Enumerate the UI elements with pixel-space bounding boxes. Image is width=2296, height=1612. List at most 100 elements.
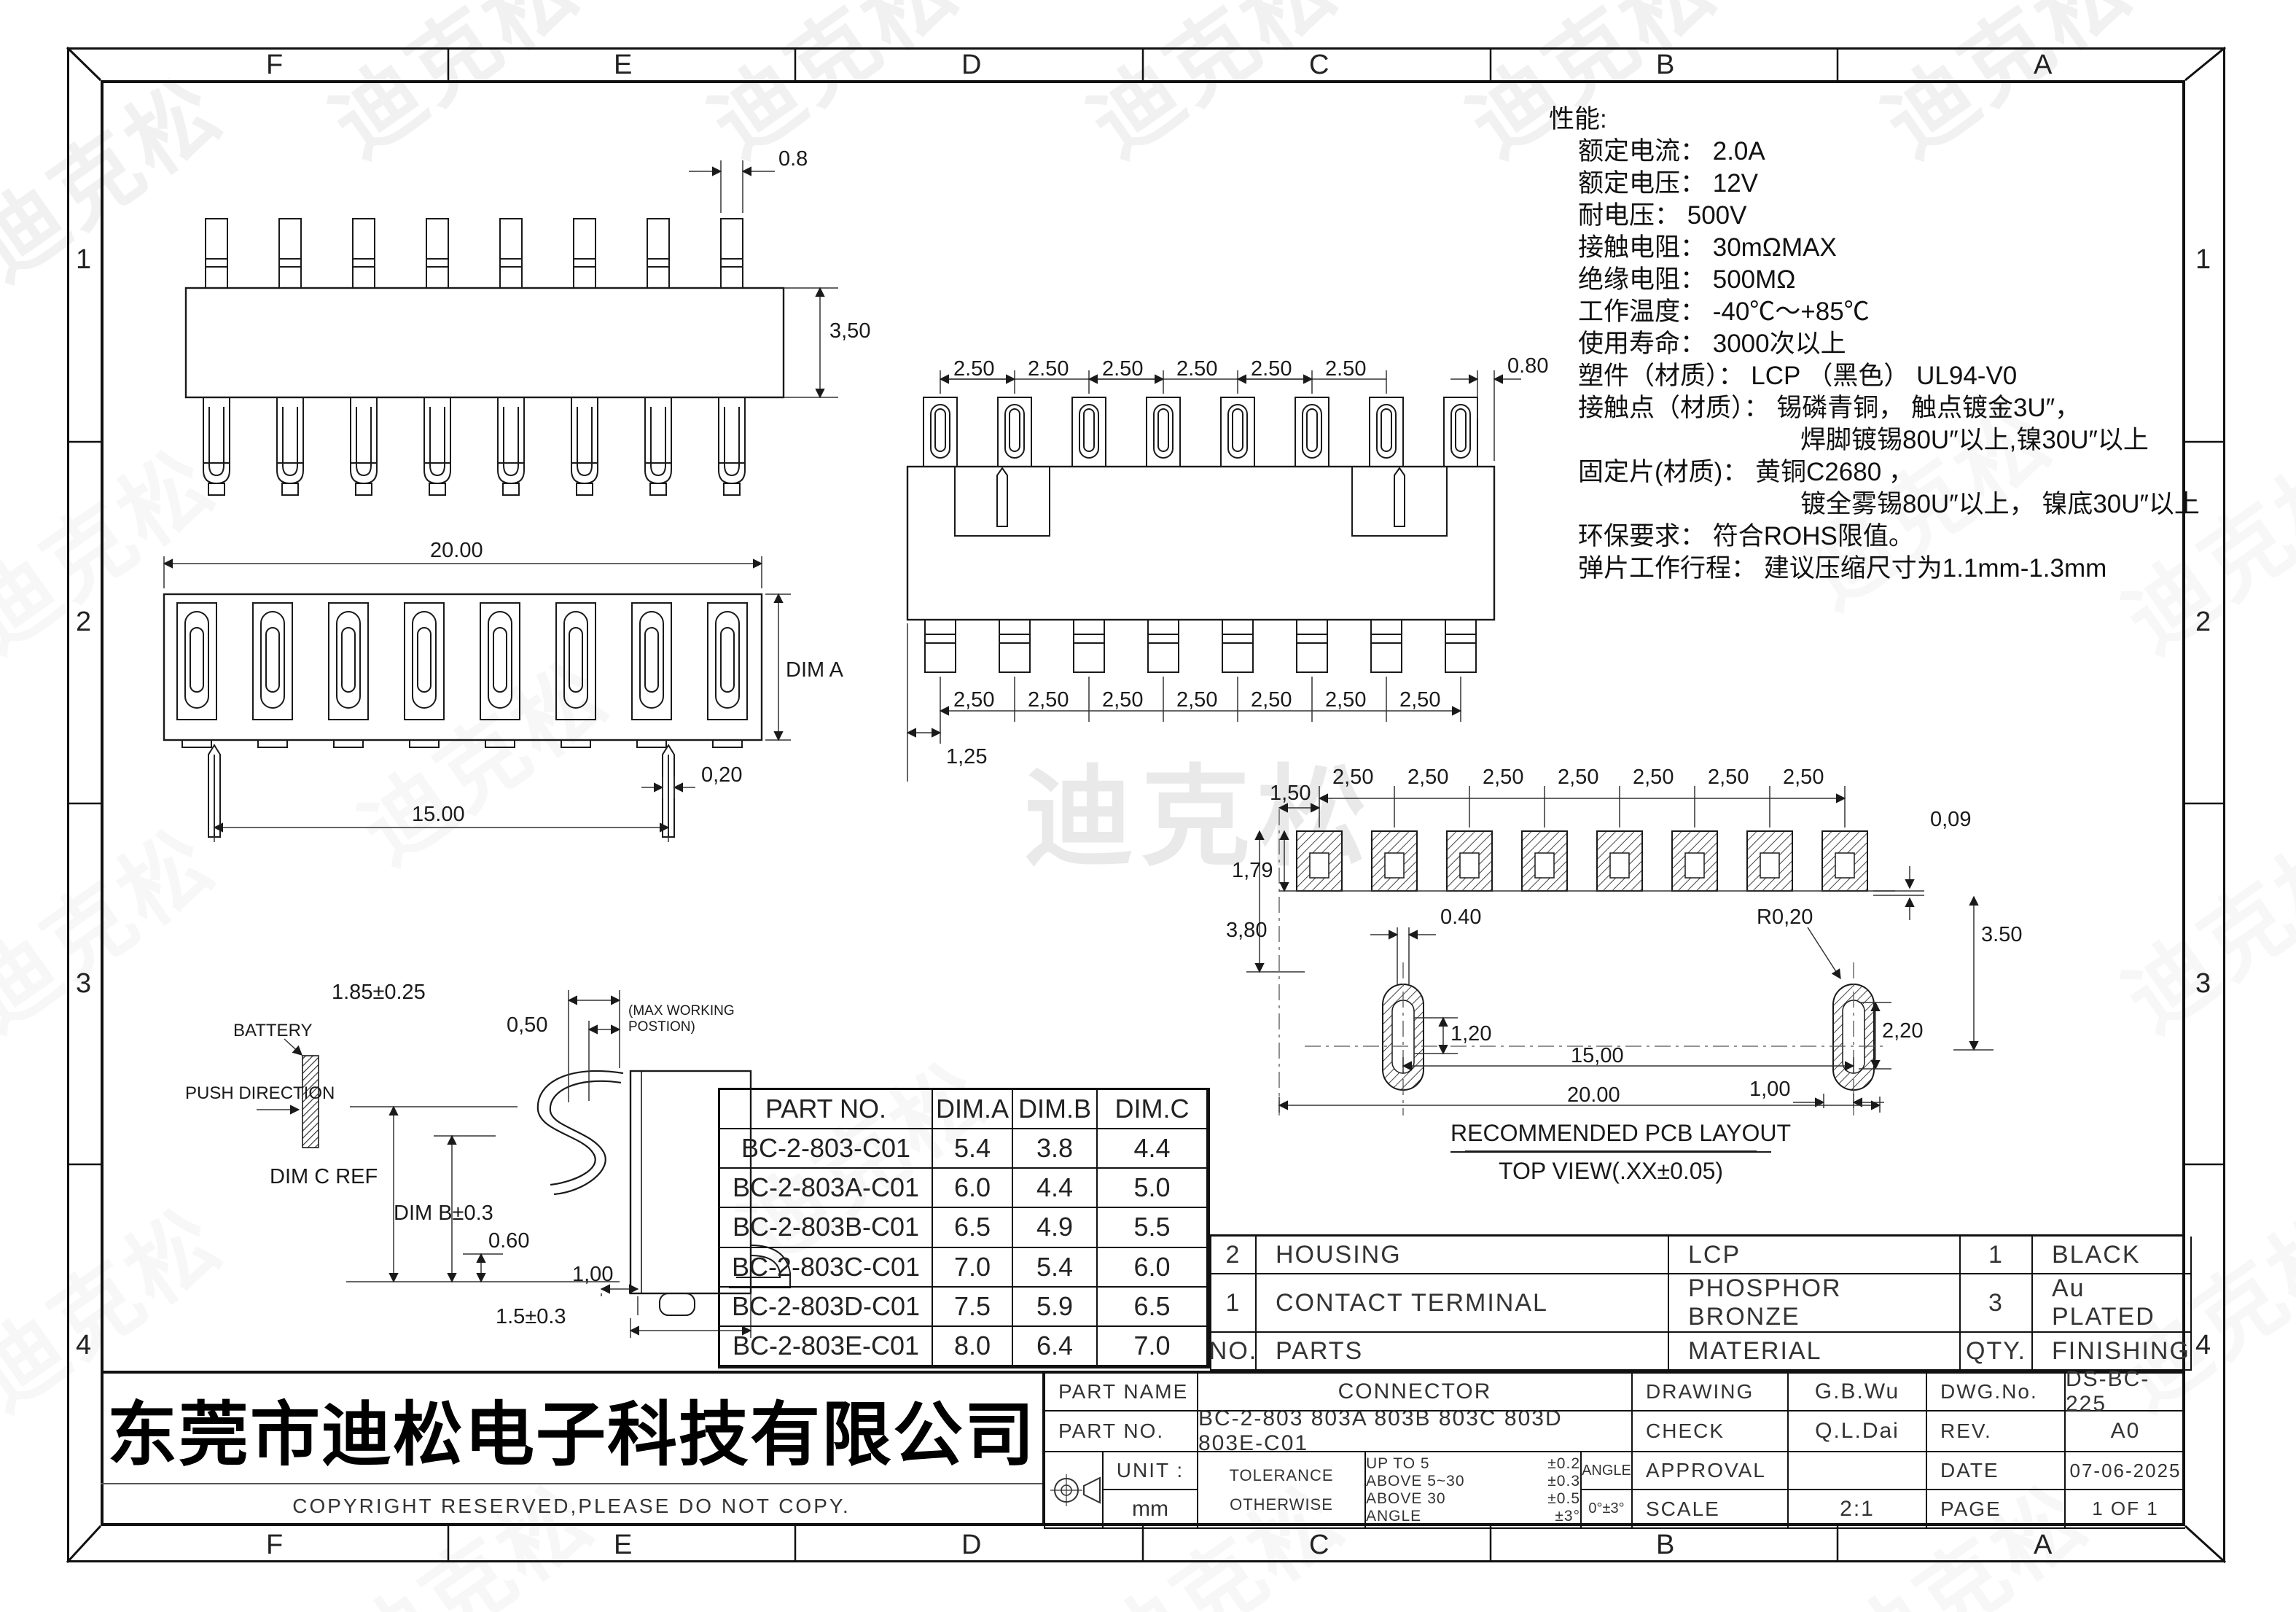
dim-pcb-pitch: 2,50 [1708,766,1749,789]
dim-pitch: 2,50 [1176,688,1218,712]
sheet-outer-border [67,47,2225,1562]
dim-offset: 1,25 [946,745,988,768]
bom-cell: HOUSING [1257,1237,1669,1274]
bom-cell: 3 [1961,1274,2033,1333]
dim-150: 1.5±0.3 [496,1305,566,1328]
tol-range: ABOVE 5~30 [1366,1473,1465,1490]
title-block: PART NAME CONNECTOR DRAWING G.B.Wu DWG.N… [1044,1367,2185,1529]
dim-pcb-span: 15,00 [1571,1044,1624,1067]
bom-header: NO. [1209,1333,1257,1371]
dim-a-label: DIM A [786,658,843,682]
dim-pitch: 2.50 [1028,357,1069,381]
rev-value: A0 [2064,1412,2185,1452]
approval-value [1787,1452,1926,1490]
tol-value: ±3° [1555,1508,1580,1525]
part-table-cell: 6.0 [933,1169,1013,1209]
part-table-cell: BC-2-803B-C01 [720,1208,933,1248]
dim-pcb-009: 0,09 [1930,808,1972,831]
dim-pcb-pitch: 2,50 [1332,766,1374,789]
spec-item: 镀全雾锡80U″以上， 镍底30U″以上 [1800,490,2200,518]
part-table-cell: 4.4 [1013,1169,1098,1209]
bom-cell: 1 [1961,1237,2033,1274]
tol-value: ±0.2 [1547,1455,1580,1472]
side-elevation-drawing [184,160,838,496]
dim-pitch: 2,50 [1028,688,1069,712]
dim-pcb-380: 3,80 [1226,919,1268,942]
tol-range: ABOVE 30 [1366,1490,1446,1507]
dim-pitch: 2,50 [1399,688,1441,712]
dim-pitch: 2,50 [1325,688,1367,712]
dim-pcb-100: 1,00 [1749,1078,1791,1101]
check-value: Q.L.Dai [1787,1412,1926,1452]
part-table-header: DIM.A [933,1090,1013,1130]
bom-header: PARTS [1257,1333,1669,1371]
dim-pcb-width: 20.00 [1567,1083,1620,1107]
spec-item: 使用寿命： 3000次以上 [1578,330,1846,358]
dim-pitch: 2,50 [953,688,995,712]
dim-edge: 0.80 [1507,354,1549,378]
part-table-cell: 6.5 [933,1208,1013,1248]
spec-item: 固定片(材质)： 黄铜C2680 ， [1578,458,1914,486]
bom-header: MATERIAL [1669,1333,1961,1371]
angle-value: 0°±3° [1580,1490,1631,1529]
drawing-label: DRAWING [1631,1374,1787,1412]
zone-top-d: D [961,50,982,80]
spec-item: 额定电流： 2.0A [1578,137,1765,166]
approval-label: APPROVAL [1631,1452,1787,1490]
zone-top-a: A [2034,50,2053,80]
unit-label: UNIT : [1102,1452,1197,1490]
bom-cell: Au PLATED [2033,1274,2192,1333]
dim-travel-note2: POSTION) [628,1019,695,1035]
spec-item: 耐电压： 500V [1578,201,1747,230]
dim-pitch: 2.50 [1176,357,1218,381]
scale-value: 2:1 [1787,1490,1926,1529]
spec-item: 接触点（材质）： 锡磷青铜， 触点镀金3U″， [1578,394,2081,422]
spec-item: 弹片工作行程： 建议压缩尺寸为1.1mm-1.3mm [1578,554,2107,583]
page-value: 1 OF 1 [2064,1490,2185,1529]
battery-label: BATTERY [233,1021,313,1040]
zone-left-3: 3 [76,968,92,999]
dim-pcb-pitch: 2,50 [1633,766,1674,789]
dim-front-tip: 0,20 [701,763,743,787]
dim-pcb-pitch: 2,50 [1558,766,1599,789]
part-table-cell: BC-2-803D-C01 [720,1287,933,1327]
angle-label: ANGLE [1580,1452,1631,1490]
dim-c-ref-label: DIM C REF [270,1165,378,1188]
dim-pcb-pitch: 2,50 [1483,766,1524,789]
date-value: 07-06-2025 [2064,1452,2185,1490]
tol-range: UP TO 5 [1366,1455,1430,1472]
part-table-header: DIM.B [1013,1090,1098,1130]
spec-title: 性能: [1549,105,1607,133]
bom-cell: 1 [1211,1274,1257,1333]
part-table-cell: 6.4 [1013,1326,1098,1366]
zone-bottom-c: C [1309,1530,1329,1560]
part-no-label: PART NO. [1044,1412,1197,1452]
spec-item: 接触电阻： 30mΩMAX [1578,233,1837,262]
view-pcb-layout: 2,50 2,50 2,50 2,50 2,50 2,50 2,50 1,50 … [1225,744,2041,1210]
part-table-cell: 7.5 [933,1287,1013,1327]
view-battery-section: 1.85±0.25 0,50 (MAX WORKING POSTION) BAT… [175,948,831,1356]
zone-left-2: 2 [76,607,92,637]
unit-value: mm [1102,1490,1197,1529]
spec-item: 额定电压： 12V [1578,169,1758,198]
spec-item: 焊脚镀锡80U″以上,镍30U″以上 [1800,426,2149,454]
third-angle-projection-icon [1050,1473,1101,1506]
part-table-cell: 7.0 [1098,1326,1208,1366]
spec-item: 环保要求： 符合ROHS限值。 [1578,522,1914,550]
part-name-label: PART NAME [1044,1374,1197,1412]
part-table-cell: 7.0 [933,1247,1013,1288]
bom-cell: BLACK [2033,1237,2192,1274]
part-table-cell: 3.8 [1013,1129,1098,1169]
dim-pcb-pitch: 2,50 [1783,766,1824,789]
bom-header: QTY. [1961,1333,2033,1371]
sheet-inner-border [101,80,2185,1526]
dim-pitch: 2.50 [953,357,995,381]
bom-cell: PHOSPHOR BRONZE [1669,1274,1961,1333]
part-table-cell: BC-2-803-C01 [720,1129,933,1169]
dim-body-height: 3,50 [829,319,871,343]
part-table-cell: 4.9 [1013,1208,1098,1248]
zone-top-f: F [266,50,284,80]
zone-top-e: E [614,50,633,80]
zone-left-1: 1 [76,244,92,275]
